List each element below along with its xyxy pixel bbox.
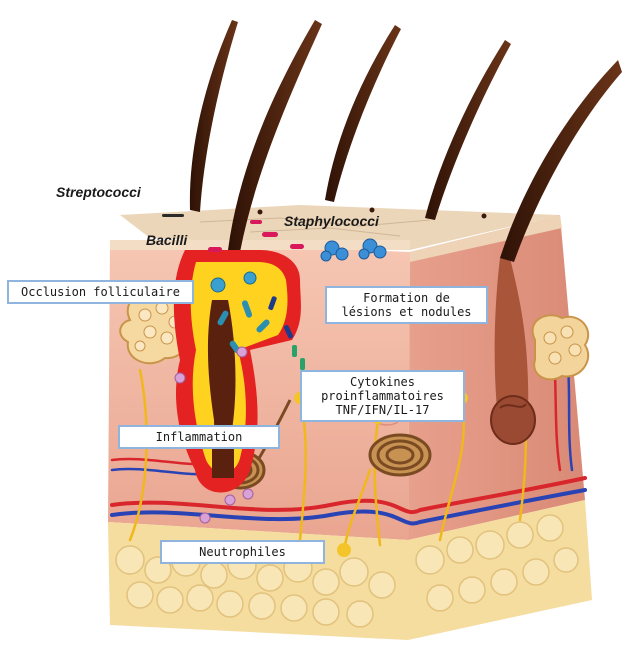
label-neutrophiles: Neutrophiles — [160, 540, 325, 564]
label-cytokines-line3: TNF/IFN/IL-17 — [306, 403, 459, 417]
label-neutrophiles-text: Neutrophiles — [166, 545, 319, 559]
label-bacilli: Bacilli — [146, 232, 187, 248]
label-occlusion-folliculaire: Occlusion folliculaire — [7, 280, 194, 304]
label-inflammation-text: Inflammation — [124, 430, 274, 444]
label-formation-line1: Formation de — [331, 291, 482, 305]
label-occlusion-text: Occlusion folliculaire — [13, 285, 188, 299]
sebaceous-gland-right — [533, 315, 589, 379]
label-staphylococci: Staphylococci — [284, 213, 379, 229]
label-cytokines-line1: Cytokines — [306, 375, 459, 389]
label-cytokines: Cytokines proinflammatoires TNF/IFN/IL-1… — [300, 370, 465, 422]
surface-streptococci — [162, 214, 184, 217]
sweat-gland-right — [370, 435, 430, 475]
label-formation-line2: lésions et nodules — [331, 305, 482, 319]
label-inflammation: Inflammation — [118, 425, 280, 449]
label-streptococci: Streptococci — [56, 184, 141, 200]
label-cytokines-line2: proinflammatoires — [306, 389, 459, 403]
label-formation-lesions: Formation de lésions et nodules — [325, 286, 488, 324]
